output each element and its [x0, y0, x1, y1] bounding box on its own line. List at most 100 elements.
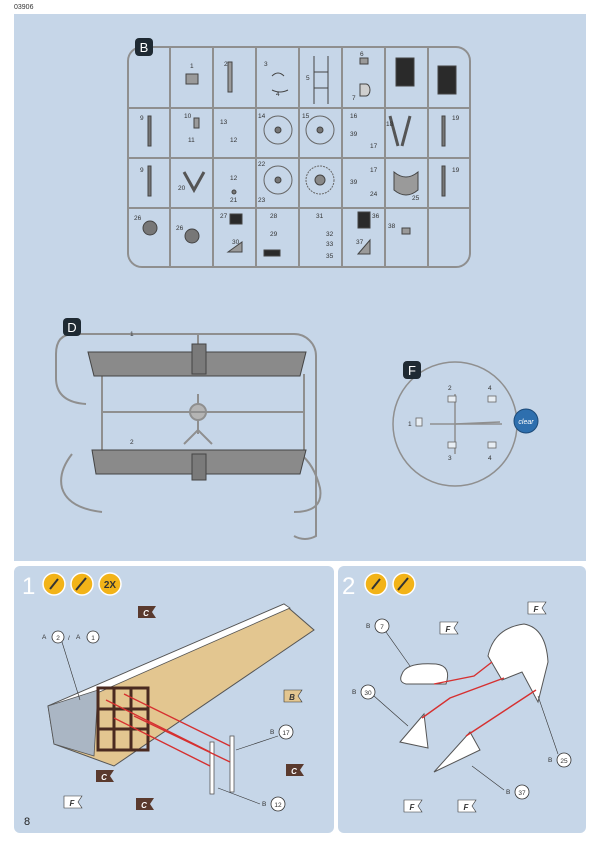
sprue-b-part-3: 3 — [264, 61, 268, 68]
sprue-b-part-1: 1 — [190, 63, 194, 70]
color-flag-b: B — [283, 689, 303, 703]
color-flag-b-label: B — [289, 693, 295, 702]
sprue-b-part-11: 11 — [188, 137, 195, 144]
part-12-strut — [209, 741, 215, 795]
sprue-f — [392, 361, 518, 487]
sprue-b-part-18: 18 — [386, 121, 394, 128]
sprue-f-part-3: 3 — [448, 455, 452, 462]
sprue-b-part-9b: 9 — [140, 167, 144, 174]
sprue-b-part-6: 6 — [360, 51, 364, 58]
sprue-b-part-19b: 19 — [452, 167, 460, 174]
repeat-count: 2X — [104, 580, 117, 591]
product-code: 03906 — [14, 4, 34, 11]
callout-b30-letter: B — [352, 689, 356, 696]
step-2-panel: 2 B 7 B 30 B 25 B 37 — [338, 566, 586, 833]
callout-b12-part: 12 — [274, 802, 282, 809]
sprue-f-badge: F — [403, 361, 421, 379]
color-flag-f-top: F — [439, 621, 459, 635]
sprue-b-part-12a: 12 — [230, 137, 238, 144]
glue-nozzle-icon — [49, 578, 59, 590]
sprue-b-part-31: 31 — [316, 213, 324, 220]
page-number: 8 — [24, 816, 31, 828]
sprue-b-badge: B — [135, 38, 153, 56]
sprue-b-part-4: 4 — [276, 91, 280, 98]
step-1-number: 1 — [22, 573, 35, 600]
callout-b37-letter: B — [506, 789, 510, 796]
sprue-b-part-21: 21 — [230, 197, 238, 204]
callout-b37-circle — [514, 784, 530, 800]
color-flag-c-top-label: C — [143, 609, 149, 618]
sprue-b-part-25: 25 — [412, 195, 420, 202]
sprue-b-part-10: 10 — [184, 113, 192, 120]
sprue-b-part-7: 7 — [352, 95, 356, 102]
sprue-b-part-9a: 9 — [140, 115, 144, 122]
sprue-b-part-22: 22 — [258, 161, 266, 168]
callout-b7-circle — [374, 618, 390, 634]
sprue-b-part-23: 23 — [258, 197, 266, 204]
sprue-b — [127, 46, 471, 268]
callout-b30-part: 30 — [364, 690, 372, 697]
clear-label: clear — [518, 419, 534, 426]
sprue-b-part-17b: 17 — [370, 167, 378, 174]
sprue-b-part-16: 16 — [350, 113, 358, 120]
sprue-b-part-30: 30 — [232, 239, 240, 246]
sprue-f-clear-badge: clear — [513, 408, 539, 434]
color-flag-f-top-label: F — [446, 625, 452, 634]
step-2-diagram: 2 B 7 B 30 B 25 B 37 — [342, 572, 572, 813]
paint-brush-handle-icon — [397, 577, 409, 591]
sprue-f-parts — [415, 395, 497, 449]
sprue-b-part-26b: 26 — [176, 225, 184, 232]
callout-b7-part: 7 — [380, 624, 384, 631]
sprue-b-part-28: 28 — [270, 213, 278, 220]
step-1-diagram: 1 2X A 2 / A 1 — [22, 572, 315, 812]
sprue-f-part-4a: 4 — [488, 385, 492, 392]
color-flag-f-bottom-left-label: F — [410, 803, 416, 812]
color-flag-f-top-right: F — [527, 601, 547, 615]
callout-b17-part: 17 — [282, 730, 290, 737]
sprue-b-part-15: 15 — [302, 113, 310, 120]
callout-b17-circle — [278, 724, 294, 740]
sprue-d-letter: D — [67, 320, 76, 335]
sprue-b-part-26a: 26 — [134, 215, 142, 222]
sprue-d-parts — [87, 343, 307, 481]
sprue-b-part-5: 5 — [306, 75, 310, 82]
color-flag-f-bottom-label: F — [464, 803, 470, 812]
callout-slash: / — [68, 635, 70, 642]
step-2-number: 2 — [342, 573, 355, 600]
sprue-b-part-36: 36 — [372, 213, 380, 220]
sprue-f-part-2: 2 — [448, 385, 452, 392]
color-flag-f-bottom-left: F — [403, 799, 423, 813]
wing-root-rib — [47, 689, 99, 757]
color-flag-c-right-label: C — [291, 767, 297, 776]
color-flag-f-label: F — [70, 799, 76, 808]
callout-b30-circle — [360, 684, 376, 700]
callout-a1-part: 1 — [91, 635, 95, 642]
callout-b37-part: 37 — [518, 790, 526, 797]
callout-a-right: A — [76, 634, 81, 641]
color-flag-c-right: C — [286, 764, 304, 776]
callout-b25-circle — [556, 752, 572, 768]
sprue-b-part-38: 38 — [388, 223, 396, 230]
color-flag-c-top: C — [138, 606, 156, 618]
sprue-d-part-2: 2 — [130, 439, 134, 446]
part-30-fairing — [399, 712, 429, 749]
callout-b37-leader — [471, 765, 505, 791]
callout-b7-letter: B — [366, 623, 370, 630]
callout-a-left: A — [42, 634, 47, 641]
bulkhead-part — [487, 623, 549, 704]
sprue-f-part-4b: 4 — [488, 455, 492, 462]
callout-a2-circle — [51, 630, 65, 644]
sprue-diagrams: 1 2 3 4 5 6 7 9 10 13 14 15 16 39 17 18 … — [55, 38, 539, 540]
sprue-b-letter: B — [140, 40, 149, 55]
sprue-b-labels: 1 2 3 4 5 6 7 9 10 13 14 15 16 39 17 18 … — [134, 51, 460, 260]
sprue-b-part-29: 29 — [270, 231, 278, 238]
sprue-b-part-35: 35 — [326, 253, 334, 260]
step-1-panel: 1 2X A 2 / A 1 — [14, 566, 334, 833]
sprue-d-part-1: 1 — [130, 331, 134, 338]
sprue-b-part-39b: 39 — [350, 179, 358, 186]
sprue-b-part-17a: 17 — [370, 143, 378, 150]
sprue-b-part-37: 37 — [356, 239, 364, 246]
callout-b25-leader — [537, 695, 559, 755]
color-flag-c-bottom-label: C — [141, 801, 147, 810]
sprue-b-part-13: 13 — [220, 119, 228, 126]
